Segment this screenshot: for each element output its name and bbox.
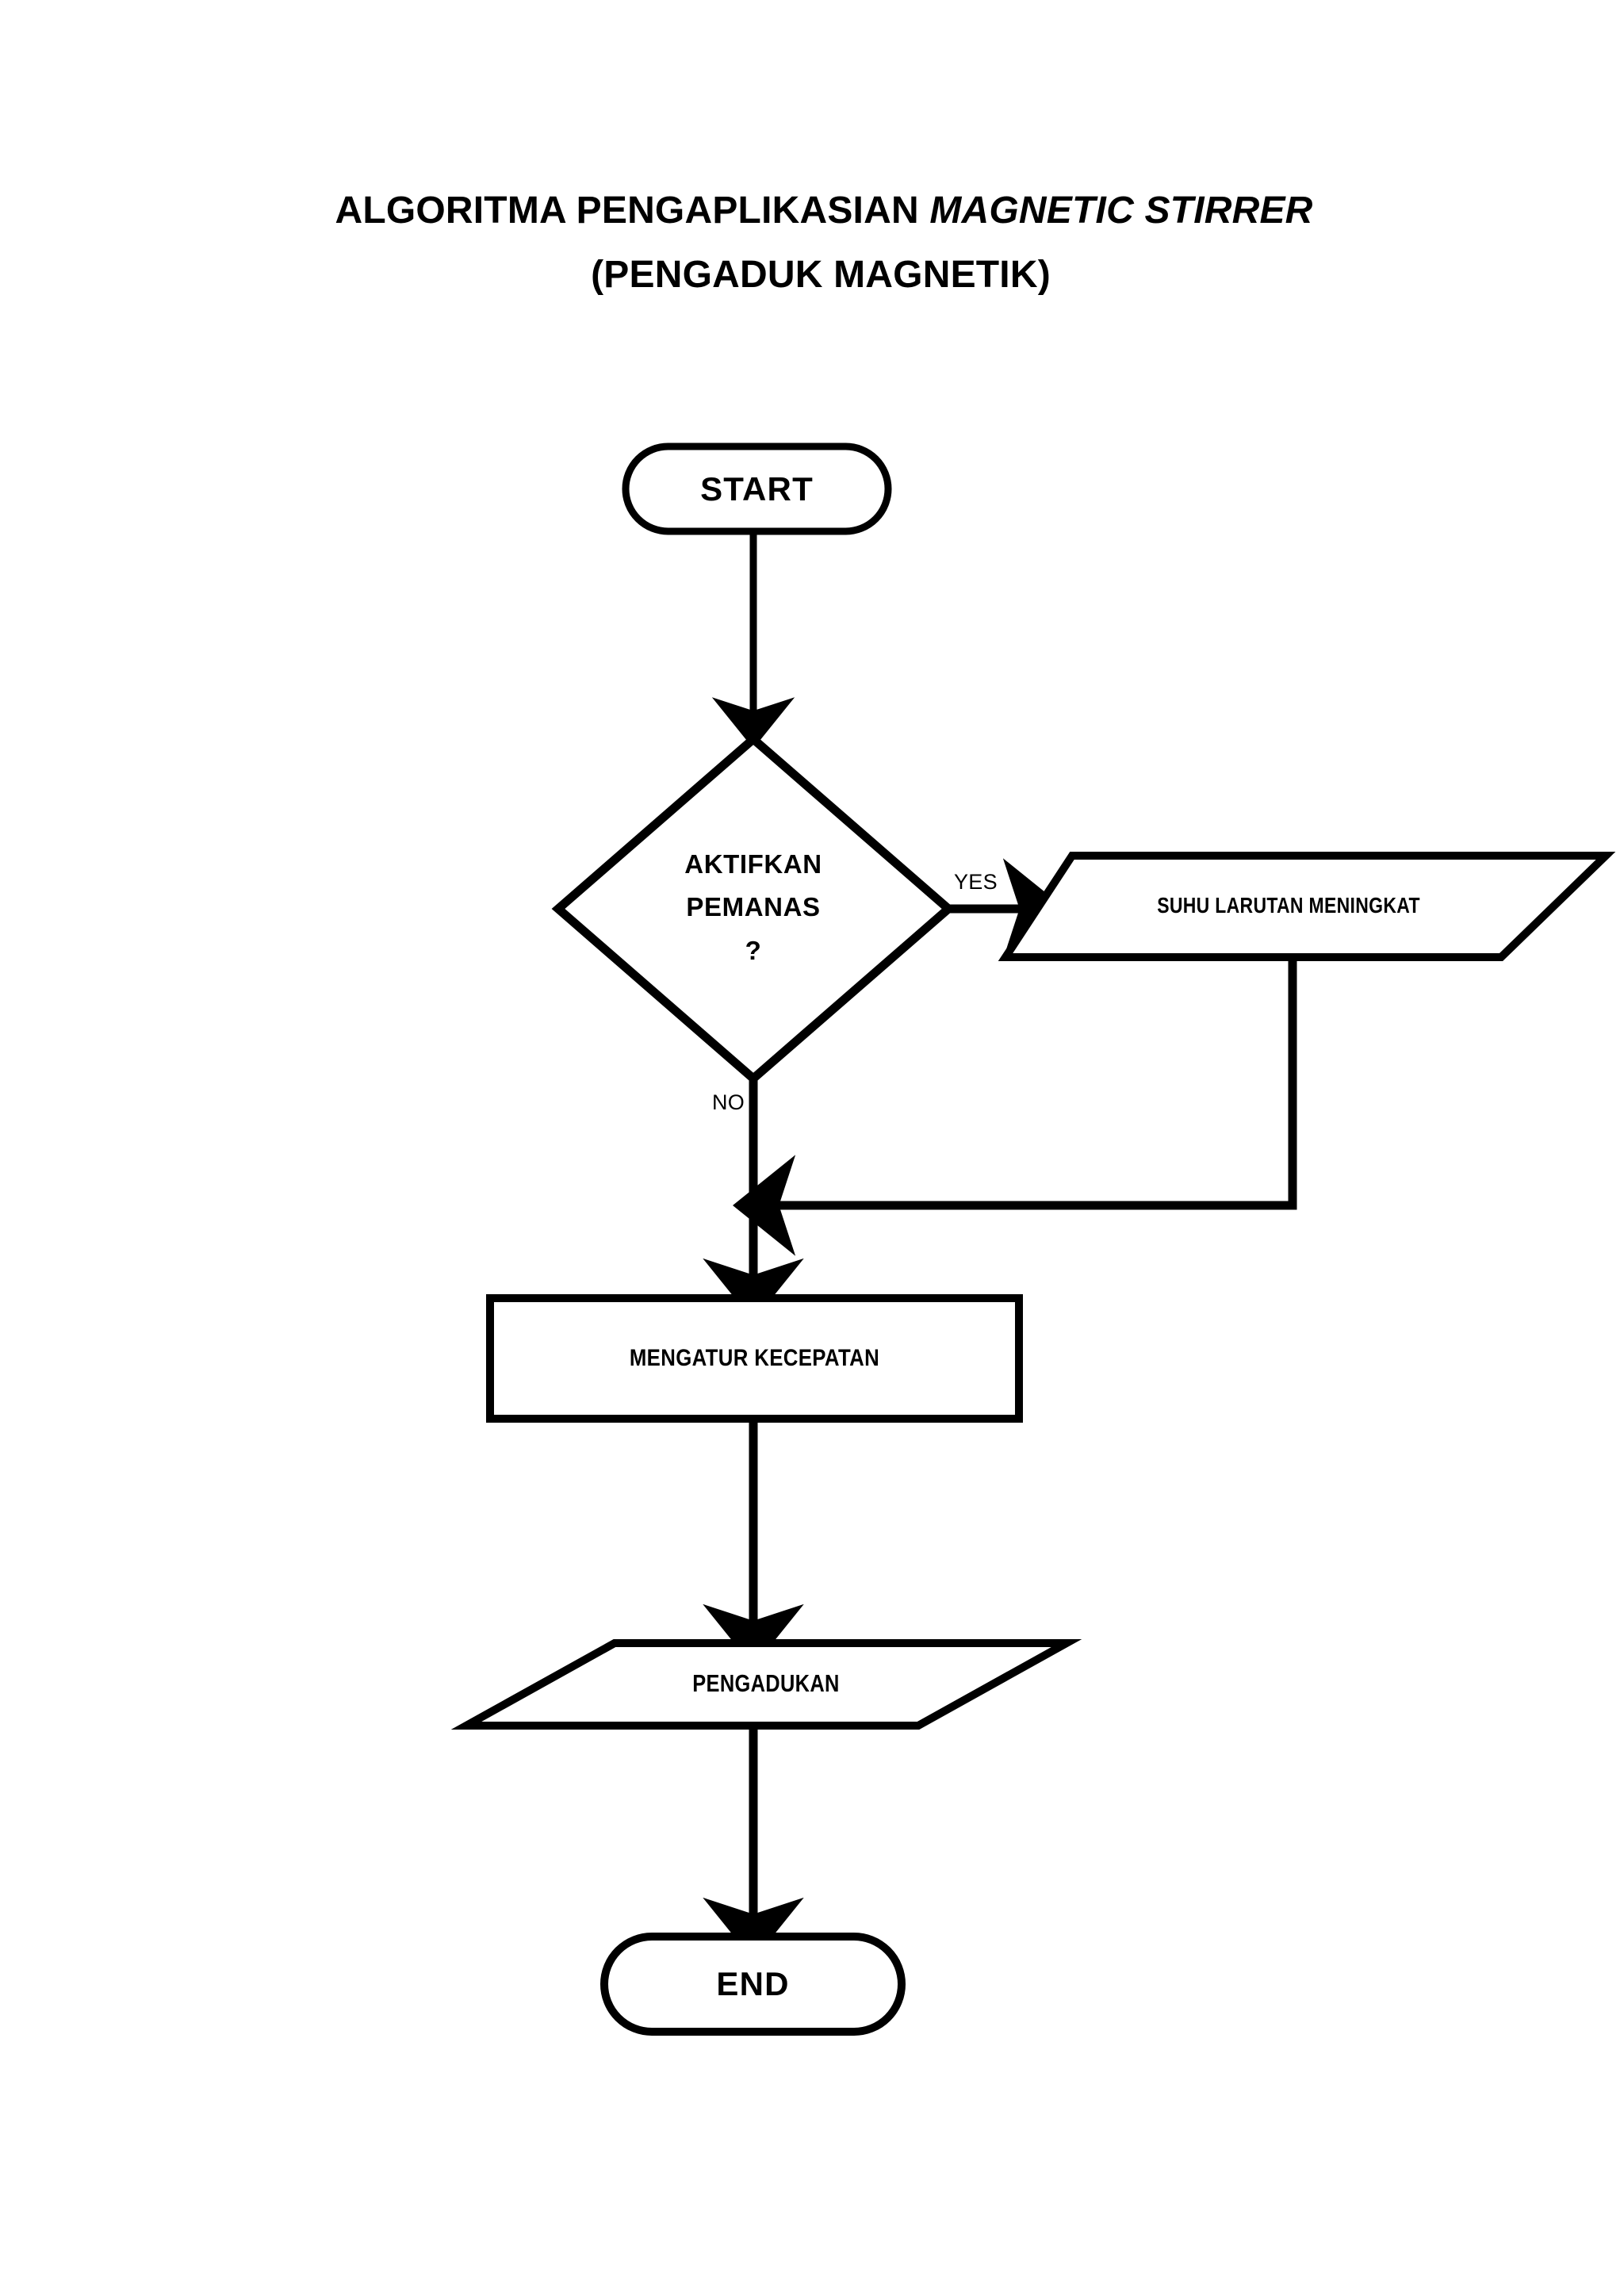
title-emphasis: MAGNETIC STIRRER — [929, 190, 1313, 232]
node-speed-shape[interactable] — [486, 1294, 1023, 1423]
edge-label-no: NO — [712, 1090, 745, 1114]
node-decision-shape[interactable] — [551, 733, 956, 1085]
connector-suhu-to-merge — [733, 957, 1297, 1256]
title-line-1: ALGORITMA PENGAPLIKASIAN MAGNETIC STIRRE… — [0, 189, 1624, 234]
node-start-shape[interactable] — [622, 443, 892, 535]
node-stir-shape[interactable] — [450, 1639, 1082, 1730]
node-suhu-shape[interactable] — [998, 852, 1616, 961]
edge-label-yes: YES — [954, 870, 998, 894]
title-prefix: ALGORITMA PENGAPLIKASIAN — [335, 190, 930, 232]
node-end-shape[interactable] — [600, 1933, 906, 2036]
page-title: ALGORITMA PENGAPLIKASIAN MAGNETIC STIRRE… — [0, 189, 1624, 297]
title-line-2: (PENGADUK MAGNETIK) — [591, 253, 1051, 296]
